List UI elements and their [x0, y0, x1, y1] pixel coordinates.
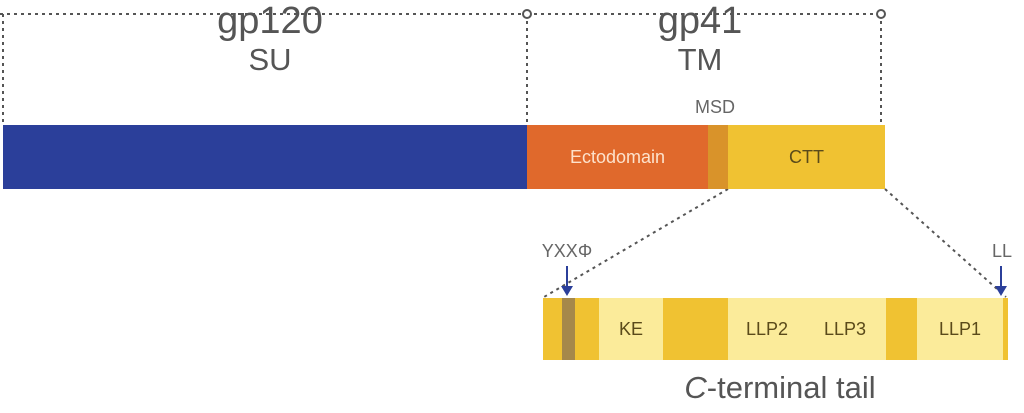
tail-segment-ke [599, 298, 663, 360]
ectodomain-bar [527, 125, 708, 189]
ctt-label: CTT [789, 147, 824, 167]
msd-bar [708, 125, 728, 189]
tail-motif-band [562, 298, 575, 360]
tail-caption: C-terminal tail [640, 372, 920, 403]
gp41-abbr: TM [677, 42, 723, 77]
tail-segment-llp3-label: LLP3 [823, 319, 867, 339]
motif-arrowhead-left [561, 286, 573, 296]
cleavage-marker [522, 9, 532, 19]
tail-segment-llp1 [917, 298, 1003, 360]
zoom-line-right [884, 188, 1007, 298]
tail-segment-llp2-llp3 [728, 298, 886, 360]
gp41-name: gp41 [657, 0, 743, 42]
zoom-line-left [543, 188, 729, 298]
gp120-name: gp120 [217, 0, 323, 42]
gp120-bar [3, 125, 527, 189]
tail-caption-italic: C [684, 370, 707, 405]
tail-segment-ke-label: KE [618, 319, 643, 339]
ctt-bar [728, 125, 885, 189]
motif-arrowhead-right [995, 286, 1007, 296]
gp120-abbr: SU [248, 42, 292, 77]
motif-label-ll: LL [991, 241, 1013, 261]
msd-label: MSD [695, 97, 735, 117]
ectodomain-label: Ectodomain [569, 147, 666, 167]
motif-label-yxxphi: YXXΦ [541, 241, 593, 261]
tail-segment-llp2-label: LLP2 [745, 319, 789, 339]
end-marker [876, 9, 886, 19]
tail-caption-rest: -terminal tail [706, 370, 876, 405]
tail-segment-llp1-label: LLP1 [938, 319, 982, 339]
